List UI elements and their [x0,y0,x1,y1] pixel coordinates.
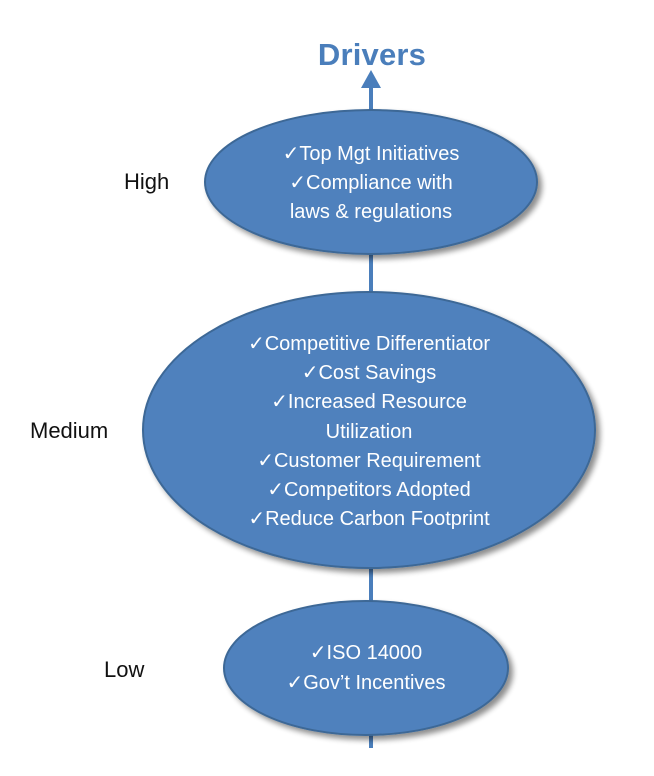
level-label-low: Low [104,657,145,682]
oval-item: ✓Reduce Carbon Footprint [248,508,490,531]
oval-item: ✓Cost Savings [301,362,437,385]
axis-arrowhead [361,70,381,88]
oval-high [204,109,538,255]
oval-medium [142,291,596,569]
oval-item: ✓Competitive Differentiator [247,333,491,355]
oval-item: ✓Increased Resource [271,391,467,414]
oval-item: Utilization [325,420,413,443]
oval-item: ✓Customer Requirement [257,449,481,472]
oval-low-text: ✓ISO 14000 ✓Gov’t Incentives [216,638,516,698]
oval-item: ✓Gov’t Incentives [286,672,446,694]
oval-item: ✓Compliance with [289,172,453,194]
oval-medium-text: ✓Competitive Differentiator ✓Cost Saving… [199,330,539,534]
oval-item: ✓ISO 14000 [309,642,423,664]
level-label-medium: Medium [30,418,109,443]
diagram-title: Drivers [317,37,427,72]
oval-low [223,600,509,736]
oval-item: ✓Competitors Adopted [267,479,471,502]
oval-item: laws & regulations [289,201,453,223]
level-label-high: High [124,169,170,194]
oval-high-text: ✓Top Mgt Initiatives ✓Compliance with la… [221,140,521,227]
oval-item: ✓Top Mgt Initiatives [282,143,460,165]
